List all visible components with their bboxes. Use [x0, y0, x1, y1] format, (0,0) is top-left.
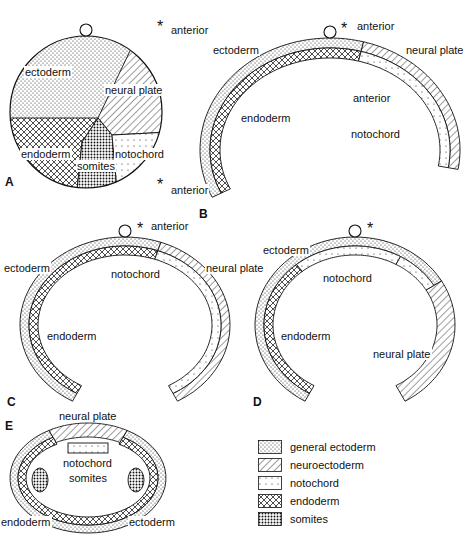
panel-letter: B	[198, 208, 209, 220]
legend-text: notochord	[290, 477, 339, 489]
anterior-marker: *	[156, 20, 164, 34]
tissue-label: ectoderm	[128, 516, 176, 528]
legend-text: neuroectoderm	[290, 459, 364, 471]
tissue-label: ectoderm	[24, 66, 72, 78]
legend-text: endoderm	[290, 495, 340, 507]
tissue-label: anterior	[150, 220, 189, 232]
legend-swatch	[258, 458, 282, 472]
tissue-label: ectoderm	[212, 44, 260, 56]
tissue-label: endoderm	[280, 330, 332, 342]
legend-text: somites	[290, 513, 328, 525]
panel-e-inner	[32, 443, 144, 492]
tissue-label: notochord	[114, 148, 165, 160]
tissue-label: somites	[76, 160, 116, 172]
tissue-label: neural plate	[58, 410, 118, 422]
tissue-label: endoderm	[20, 148, 72, 160]
tissue-label: ectoderm	[262, 244, 310, 256]
panel-letter: C	[6, 396, 17, 408]
anterior-marker: *	[340, 22, 348, 36]
legend-row: general ectoderm	[258, 440, 376, 454]
legend-swatch	[258, 512, 282, 526]
germ-layer-band	[49, 423, 127, 443]
panel-letter: E	[4, 420, 14, 432]
anterior-marker: *	[366, 222, 374, 236]
legend-row: notochord	[258, 476, 339, 490]
tissue-label: anterior	[170, 184, 209, 196]
legend-swatch	[258, 476, 282, 490]
tissue-label: endoderm	[240, 112, 292, 124]
germ-layer-band	[200, 38, 364, 197]
germ-layer-band	[264, 265, 314, 394]
legend-text: general ectoderm	[290, 441, 376, 453]
tissue-label: endoderm	[46, 330, 98, 342]
tissue-label: neural plate	[205, 262, 265, 274]
germ-layer-band	[18, 437, 158, 525]
tissue-label: neural plate	[104, 84, 164, 96]
germ-layer-band	[210, 48, 361, 193]
legend-row: neuroectoderm	[258, 458, 364, 472]
panel-a	[0, 24, 170, 200]
germ-layer-bands	[10, 38, 460, 533]
panel-letter: A	[4, 176, 15, 188]
legend-swatch	[258, 494, 282, 508]
legend-swatch	[258, 440, 282, 454]
anterior-marker: *	[136, 222, 144, 236]
germ-layer-band	[396, 281, 455, 401]
tissue-label: anterior	[352, 92, 391, 104]
tissue-label: neural plate	[372, 348, 432, 360]
panel-letter: D	[252, 396, 263, 408]
legend-row: somites	[258, 512, 328, 526]
anterior-marker: *	[156, 178, 164, 192]
tissue-label: somites	[68, 472, 108, 484]
tissue-label: notochord	[62, 457, 113, 469]
tissue-label: notochord	[322, 272, 373, 284]
tissue-label: ectoderm	[3, 262, 51, 274]
tissue-label: notochord	[350, 128, 401, 140]
germ-layer-band	[359, 52, 451, 168]
tissue-label: neural plate	[405, 44, 465, 56]
polarity-circles	[119, 26, 361, 237]
legend-row: endoderm	[258, 494, 340, 508]
tissue-label: endoderm	[0, 516, 52, 528]
tissue-label: anterior	[170, 24, 209, 36]
germ-layer-band	[396, 257, 434, 290]
tissue-label: anterior	[356, 20, 395, 32]
tissue-label: notochord	[110, 268, 161, 280]
germ-layer-band	[297, 246, 401, 271]
